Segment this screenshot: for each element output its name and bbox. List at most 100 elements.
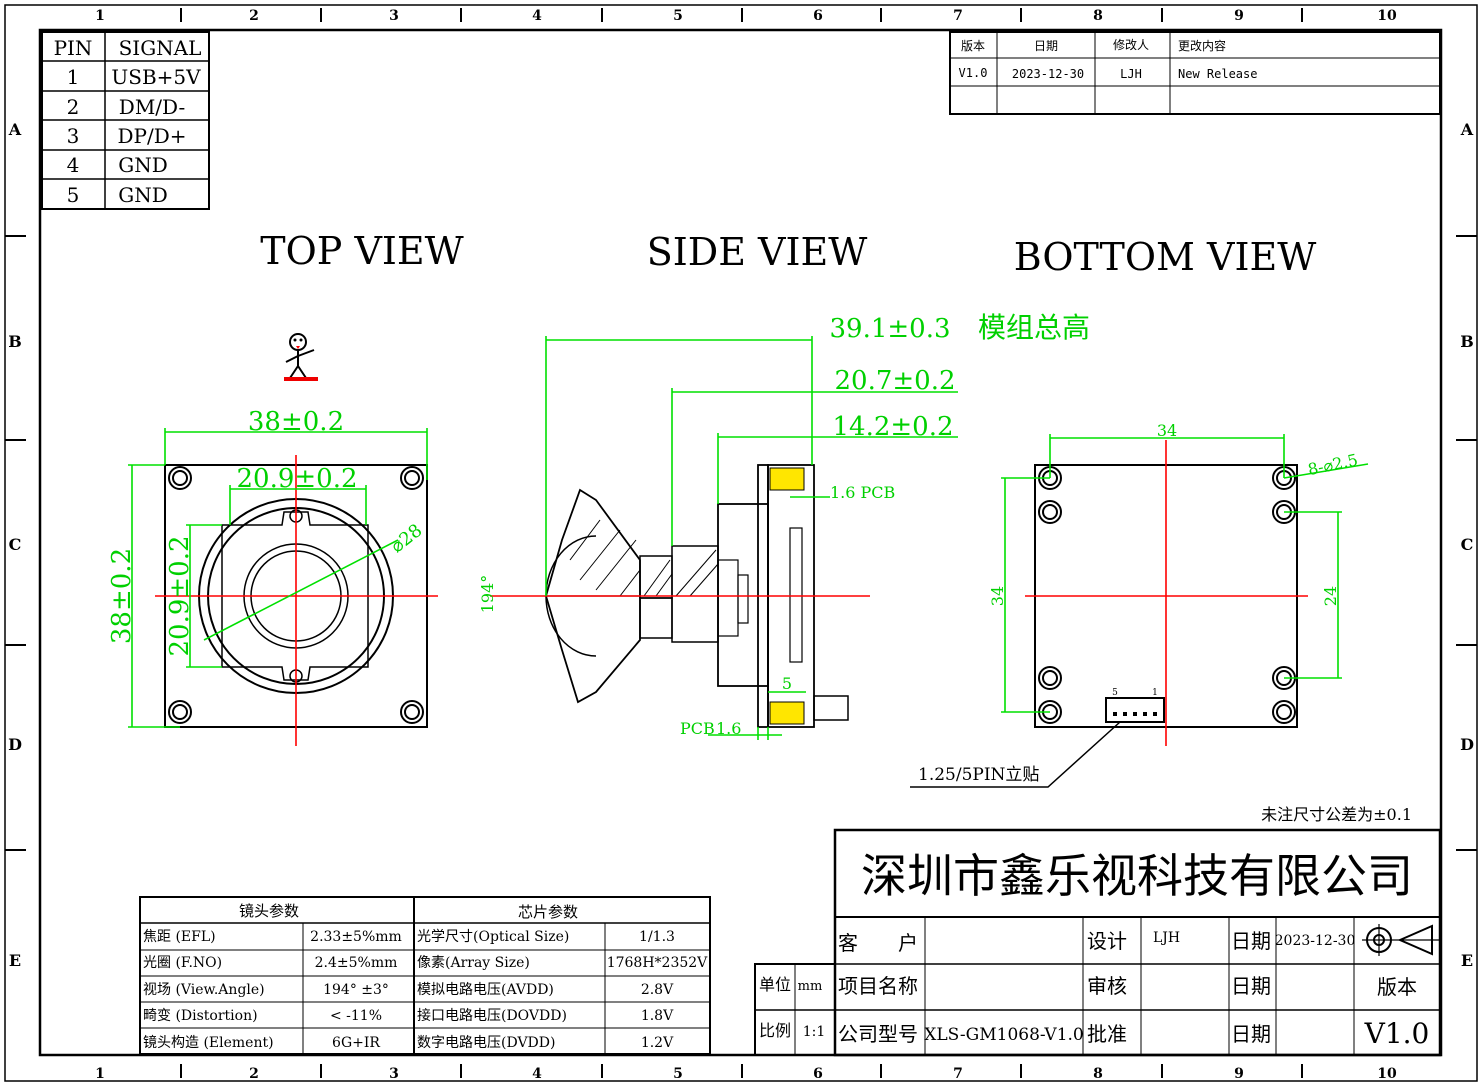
signal-1: USB+5V (111, 65, 201, 89)
side-total-label: 模组总高 (978, 311, 1090, 344)
approve-label: 批准 (1087, 1022, 1127, 1046)
row-mark-right: A (1460, 120, 1474, 139)
rev-version: V1.0 (959, 66, 988, 80)
title-block: 深圳市鑫乐视科技有限公司 客 户 项目名称 公司型号 XLS-GM1068-V1… (754, 828, 1442, 1057)
top-inner-height-dim: 20.9±0.2 (165, 535, 195, 656)
project-label: 项目名称 (838, 974, 918, 998)
lens-param-value: 6G+IR (332, 1035, 380, 1051)
col-mark-top: 1 (95, 8, 105, 24)
rev-author: LJH (1120, 67, 1142, 81)
top-view-title: TOP VIEW (260, 229, 463, 273)
side-pcb-bottom-label: PCB (680, 719, 715, 738)
version-label: 版本 (1377, 975, 1417, 999)
tolerance-note: 未注尺寸公差为±0.1 (1261, 805, 1412, 824)
chip-header: 芯片参数 (518, 903, 578, 921)
top-inner-width-dim: 20.9±0.2 (236, 464, 357, 494)
model-label: 公司型号 (838, 1022, 918, 1046)
unit-value: mm (798, 979, 823, 994)
bottom-pin5-label: 5 (1112, 688, 1118, 698)
col-mark-top: 6 (813, 8, 823, 24)
signal-4: GND (118, 153, 168, 177)
connector-label: 1.25/5PIN立贴 (918, 765, 1039, 785)
lens-param-name: 视场 (View.Angle) (143, 982, 265, 998)
bottom-view-title: BOTTOM VIEW (1014, 235, 1317, 279)
chip-param-value: 1768H*2352V (607, 955, 708, 971)
review-label: 审核 (1087, 974, 1127, 998)
design-label: 设计 (1087, 929, 1127, 953)
side-d3-dim: 14.2±0.2 (832, 412, 953, 442)
row-mark-left: B (8, 332, 22, 351)
side-d2-dim: 20.7±0.2 (834, 366, 955, 396)
signal-5: GND (118, 183, 168, 207)
chip-param-value: 1.8V (641, 1008, 674, 1024)
chip-param-name: 数字电路电压(DVDD) (417, 1035, 555, 1051)
signal-header: SIGNAL (119, 36, 202, 60)
col-mark-bottom: 3 (389, 1066, 399, 1082)
col-mark-bottom: 7 (953, 1066, 963, 1082)
lens-param-value: 194° ±3° (323, 982, 389, 998)
rev-date: 2023-12-30 (1012, 67, 1084, 81)
top-diameter-dim: ⌀28 (387, 520, 427, 557)
mounting-holes-bottom (1038, 466, 1296, 724)
date-label-3: 日期 (1231, 1022, 1271, 1046)
pin-5: 5 (67, 183, 80, 207)
chip-param-name: 模拟电路电压(AVDD) (417, 982, 554, 998)
signal-3: DP/D+ (117, 124, 186, 148)
col-mark-bottom: 6 (813, 1066, 823, 1082)
top-view: 38±0.2 20.9±0.2 38±0.2 20.9±0.2 ⌀28 (107, 407, 438, 746)
rev-col-change: 更改内容 (1178, 38, 1226, 53)
version-value: V1.0 (1364, 1017, 1430, 1050)
pin-1: 1 (67, 65, 80, 89)
chip-param-name: 接口电路电压(DOVDD) (417, 1007, 567, 1024)
col-mark-top: 3 (389, 8, 399, 24)
lens-param-value: 2.4±5%mm (315, 955, 398, 971)
side-view: 39.1±0.3 模组总高 20.7±0.2 14.2±0.2 1.6 PCB … (478, 311, 1090, 740)
lens-param-name: 光圈 (F.NO) (143, 955, 222, 971)
row-mark-right: B (1460, 332, 1474, 351)
rev-col-version: 版本 (961, 39, 985, 53)
scale-label: 比例 (759, 1021, 791, 1040)
unit-label: 单位 (759, 975, 791, 994)
row-mark-right: E (1461, 951, 1473, 970)
bottom-width-dim: 34 (1157, 421, 1177, 440)
col-mark-bottom: 2 (249, 1066, 259, 1082)
row-mark-left: A (8, 120, 22, 139)
date-label-1: 日期 (1231, 929, 1271, 953)
col-mark-bottom: 8 (1093, 1066, 1103, 1082)
company-name: 深圳市鑫乐视科技有限公司 (861, 849, 1413, 903)
col-mark-bottom: 1 (95, 1066, 105, 1082)
col-mark-bottom: 9 (1234, 1066, 1244, 1082)
side-pcb-top-dim: 1.6 PCB (830, 483, 895, 502)
chip-param-name: 光学尺寸(Optical Size) (417, 929, 569, 945)
inner-border (38, 28, 1443, 1057)
outer-border (4, 4, 1478, 1082)
rev-col-date: 日期 (1034, 39, 1058, 53)
chip-param-name: 像素(Array Size) (417, 955, 530, 971)
top-height-dim: 38±0.2 (107, 548, 137, 644)
chip-param-value: 1/1.3 (639, 929, 675, 945)
lens-header: 镜头参数 (239, 902, 299, 920)
pin-4: 4 (67, 153, 80, 177)
chip-param-value: 2.8V (641, 982, 674, 998)
pin-3: 3 (67, 124, 80, 148)
bottom-holes-dim: 8-⌀2.5 (1306, 450, 1360, 479)
col-mark-top: 2 (249, 8, 259, 24)
mounting-holes-top (168, 466, 424, 724)
col-mark-top: 5 (673, 8, 683, 24)
bottom-pin1-label: 1 (1152, 688, 1158, 698)
col-mark-bottom: 10 (1377, 1066, 1397, 1082)
pin-header: PIN (54, 36, 93, 60)
side-total-dim: 39.1±0.3 (829, 314, 950, 344)
bottom-height-dim: 34 (988, 586, 1007, 606)
col-mark-bottom: 5 (673, 1066, 683, 1082)
scale-value: 1:1 (803, 1024, 826, 1040)
bottom-spacing-dim: 24 (1321, 586, 1340, 606)
signal-2: DM/D- (119, 95, 185, 119)
chip-param-value: 1.2V (641, 1035, 674, 1051)
mascot-logo (284, 333, 318, 381)
lens-param-value: 2.33±5%mm (310, 929, 402, 945)
lens-param-value: < -11% (330, 1008, 382, 1024)
col-mark-top: 10 (1377, 8, 1397, 24)
model-value: XLS-GM1068-V1.0 (924, 1025, 1083, 1045)
